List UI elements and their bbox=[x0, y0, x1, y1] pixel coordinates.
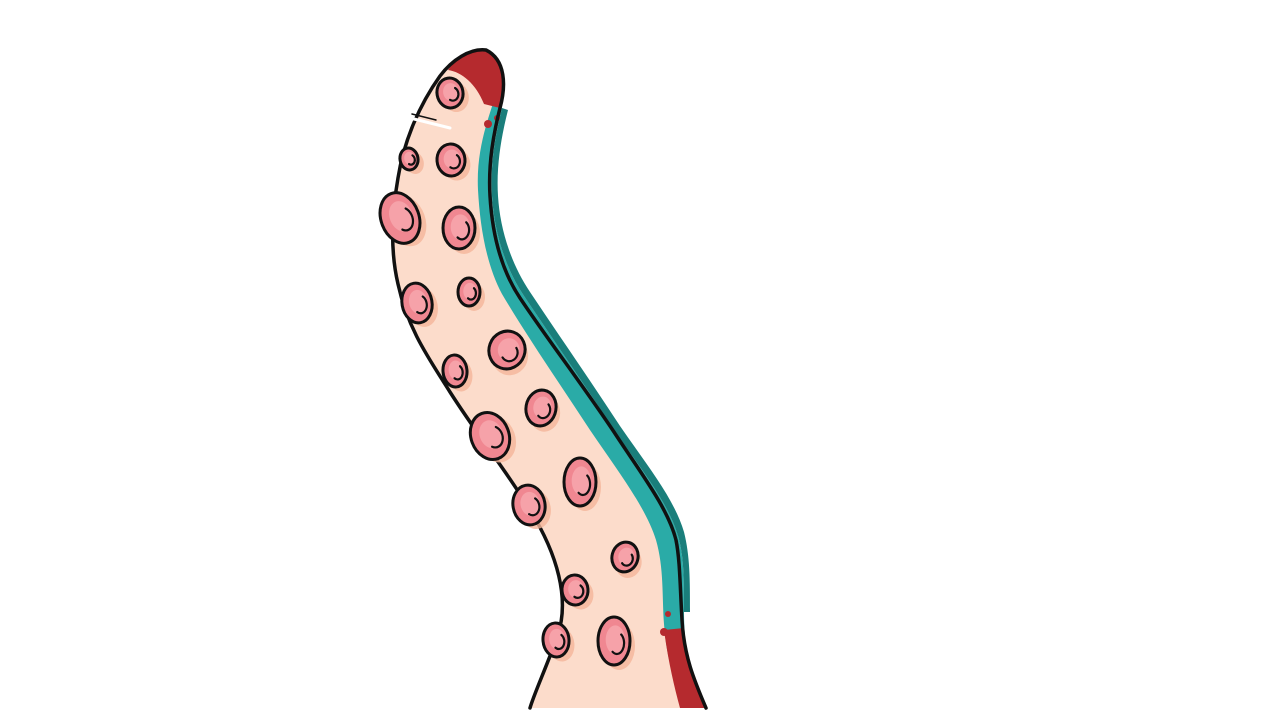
sucker-ring bbox=[611, 633, 626, 656]
sucker-inner bbox=[497, 338, 520, 361]
sucker-icon bbox=[560, 573, 594, 610]
sucker-icon bbox=[487, 329, 529, 376]
sucker-icon bbox=[610, 540, 642, 578]
sucker-ring bbox=[573, 584, 585, 599]
sucker-inner bbox=[463, 282, 477, 300]
sucker-ring bbox=[528, 497, 541, 517]
sucker-inner bbox=[450, 214, 470, 240]
sucker-ring bbox=[407, 154, 416, 166]
sucker-ring bbox=[537, 403, 552, 420]
sucker-inner bbox=[533, 396, 552, 419]
tip-highlight-dark bbox=[411, 113, 437, 121]
tentacle-base-red bbox=[664, 628, 706, 708]
sucker-ring bbox=[449, 154, 462, 170]
sucker-ring bbox=[453, 365, 464, 381]
tentacle-back-stripe bbox=[477, 100, 694, 690]
sucker-ring bbox=[416, 295, 428, 315]
sucker-inner bbox=[571, 466, 591, 496]
sucker-icon bbox=[541, 621, 575, 662]
sucker-ring bbox=[490, 425, 504, 449]
sucker-ring bbox=[456, 221, 471, 241]
sucker-ring bbox=[466, 287, 478, 301]
sucker-icon bbox=[435, 76, 469, 112]
sucker-icon bbox=[378, 191, 427, 247]
sucker-ring bbox=[501, 346, 519, 363]
sucker-inner bbox=[605, 625, 625, 655]
sucker-icon bbox=[400, 281, 438, 327]
tentacle-tip-red bbox=[448, 49, 504, 108]
sucker-icon bbox=[596, 615, 635, 670]
sucker-icon bbox=[398, 146, 424, 175]
sucker-ring bbox=[577, 474, 592, 497]
sucker-ring bbox=[448, 86, 460, 102]
sucker-icon bbox=[441, 205, 480, 254]
red-spot bbox=[660, 628, 668, 636]
red-spot bbox=[484, 120, 492, 128]
sucker-icon bbox=[524, 388, 561, 432]
sucker-group bbox=[378, 76, 642, 670]
sucker-icon bbox=[511, 483, 551, 529]
sucker-ring bbox=[554, 633, 566, 651]
red-spot bbox=[665, 611, 671, 617]
sucker-icon bbox=[562, 456, 601, 511]
sucker-icon bbox=[468, 411, 517, 463]
sucker-icon bbox=[435, 142, 471, 181]
sucker-ring bbox=[621, 553, 634, 567]
sucker-icon bbox=[456, 276, 485, 311]
sucker-icon bbox=[441, 353, 473, 392]
tip-highlight bbox=[408, 116, 452, 130]
sucker-ring bbox=[401, 207, 415, 232]
sucker-inner bbox=[618, 547, 635, 566]
tentacle-outline bbox=[390, 48, 708, 710]
